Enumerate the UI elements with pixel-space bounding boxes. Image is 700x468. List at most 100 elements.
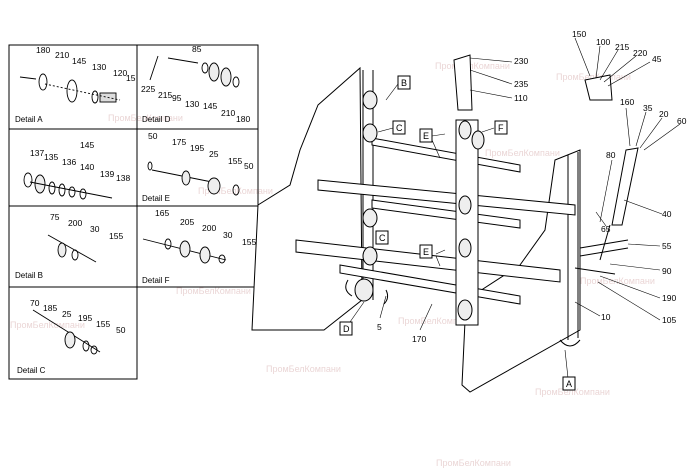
part-label: 175: [172, 137, 186, 147]
part-label: 30: [90, 224, 100, 234]
part-label: 155: [228, 156, 242, 166]
detail-caption: Detail B: [15, 271, 43, 280]
callout-box: [397, 75, 411, 90]
detail-d-labels: 85 225 215 95 130 145 210 180 Detail D: [141, 44, 250, 124]
callout-box: [419, 244, 433, 259]
part-label: 145: [80, 140, 94, 150]
part-label: 15: [126, 73, 136, 83]
callout-letter: F: [498, 123, 504, 133]
part-label: 155: [96, 319, 110, 329]
part-label: 120: [113, 68, 127, 78]
part-label: 50: [116, 325, 126, 335]
part-label: 210: [221, 108, 235, 118]
part-label: 50: [148, 131, 158, 141]
callouts: B C E F C E D A: [339, 75, 576, 391]
detail-f-labels: 165 205 200 30 155 Detail F: [142, 208, 256, 285]
callout-letter: E: [423, 131, 429, 141]
part-label: 139: [100, 169, 114, 179]
part-label: 200: [68, 218, 82, 228]
part-label: 100: [596, 37, 610, 47]
part-label: 145: [72, 56, 86, 66]
part-label: 165: [155, 208, 169, 218]
part-label: 205: [180, 217, 194, 227]
callout-box: [375, 230, 389, 245]
part-label: 80: [606, 150, 616, 160]
detail-d-drawing: [149, 55, 240, 88]
part-label: 136: [62, 157, 76, 167]
detail-caption: Detail D: [142, 115, 171, 124]
part-label: 200: [202, 223, 216, 233]
watermark: ПромБелКомпани: [485, 148, 560, 158]
part-label: 10: [601, 312, 611, 322]
detail-b-drawing: [47, 234, 97, 263]
detail-shaft-labels: 145 137 135 136 140 139 138: [30, 140, 130, 183]
watermark: ПромБелКомпани: [398, 316, 473, 326]
part-label: 170: [412, 334, 426, 344]
part-label: 85: [192, 44, 202, 54]
part-label: 220: [633, 48, 647, 58]
detail-caption: Detail A: [15, 115, 43, 124]
watermark: ПромБелКомпани: [535, 387, 610, 397]
watermark: ПромБелКомпани: [108, 113, 183, 123]
part-label: 90: [662, 266, 672, 276]
detail-a-labels: 180 210 145 130 120 15 Detail A: [15, 45, 136, 124]
part-label: 150: [572, 29, 586, 39]
detail-f-drawing: [142, 238, 227, 264]
part-label: 195: [190, 143, 204, 153]
part-label: 138: [116, 173, 130, 183]
watermark: ПромБелКомпани: [266, 364, 341, 374]
callout-letter: B: [401, 78, 407, 88]
part-label: 225: [141, 84, 155, 94]
part-label: 130: [185, 99, 199, 109]
watermark: ПромБелКомпани: [436, 458, 511, 468]
detail-e-drawing: [147, 161, 240, 196]
part-label: 155: [242, 237, 256, 247]
part-label: 180: [236, 114, 250, 124]
watermark: ПромБелКомпани: [580, 276, 655, 286]
part-label: 215: [158, 90, 172, 100]
part-label: 195: [78, 313, 92, 323]
part-label: 60: [677, 116, 687, 126]
part-label: 40: [662, 209, 672, 219]
part-label: 110: [514, 93, 528, 103]
detail-b-labels: 75 200 30 155 Detail B: [15, 212, 123, 280]
part-label: 70: [30, 298, 40, 308]
callout-box: [562, 376, 576, 391]
callout-box: [494, 120, 508, 135]
detail-shaft-drawing: [23, 172, 113, 200]
part-label: 30: [223, 230, 233, 240]
detail-e-labels: 50 175 195 25 155 50 Detail E: [142, 131, 254, 203]
leader-lines: [349, 37, 681, 379]
callout-letter: C: [379, 233, 386, 243]
part-label: 137: [30, 148, 44, 158]
part-label: 145: [203, 101, 217, 111]
detail-caption: Detail C: [17, 366, 46, 375]
part-label: 35: [643, 103, 653, 113]
watermark: ПромБелКомпани: [198, 186, 273, 196]
part-label: 5: [377, 322, 382, 332]
callout-box: [392, 120, 406, 135]
callout-letter: C: [396, 123, 403, 133]
callout-letter: D: [343, 324, 350, 334]
part-label: 95: [172, 93, 182, 103]
watermark: ПромБелКомпани: [10, 320, 85, 330]
part-label: 160: [620, 97, 634, 107]
callout-letter: E: [423, 247, 429, 257]
part-label: 130: [92, 62, 106, 72]
part-label: 75: [50, 212, 60, 222]
part-label: 135: [44, 152, 58, 162]
part-label: 215: [615, 42, 629, 52]
watermark: ПромБелКомпани: [176, 286, 251, 296]
part-label: 25: [62, 309, 72, 319]
part-label: 65: [601, 224, 611, 234]
callout-box: [419, 128, 433, 143]
part-label: 25: [209, 149, 219, 159]
part-label: 55: [662, 241, 672, 251]
callout-letter: A: [566, 379, 572, 389]
detail-a-drawing: [19, 73, 121, 104]
detail-caption: Detail E: [142, 194, 170, 203]
part-label: 140: [80, 162, 94, 172]
part-label: 180: [36, 45, 50, 55]
